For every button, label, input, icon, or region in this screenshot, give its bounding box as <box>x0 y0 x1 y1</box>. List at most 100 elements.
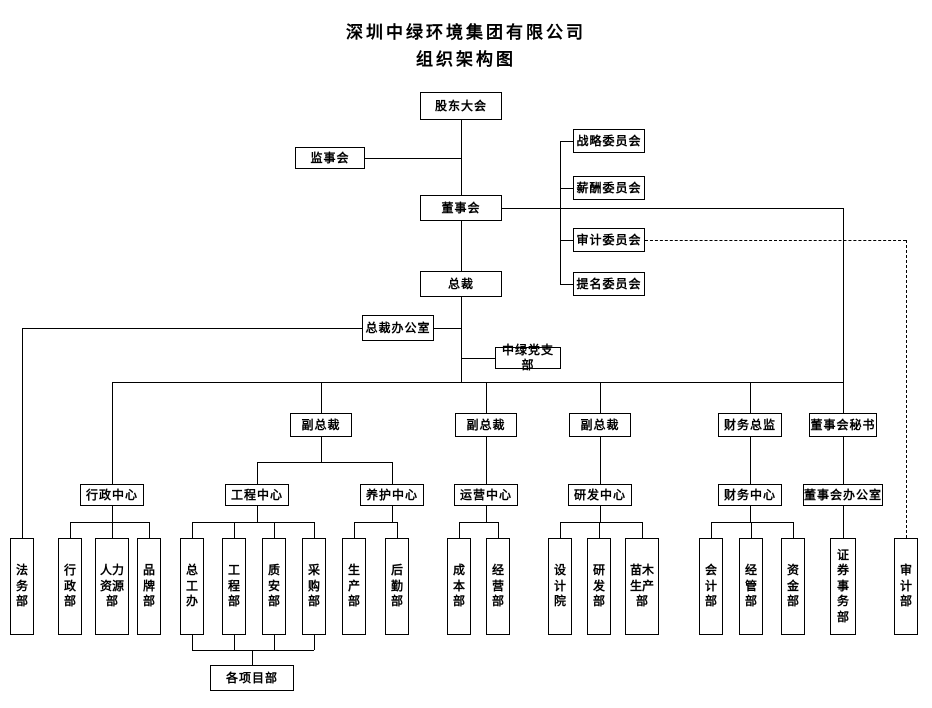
connector-line <box>751 522 752 538</box>
node-engineering-center: 工程中心 <box>225 484 289 506</box>
connector-line <box>274 522 275 538</box>
connector-line <box>486 382 487 413</box>
connector-line <box>397 522 398 538</box>
node-audit-committee: 审计委员会 <box>573 228 645 252</box>
connector-line <box>112 382 113 484</box>
connector-line <box>560 240 573 241</box>
connector-line <box>461 358 495 359</box>
connector-line <box>750 437 751 484</box>
node-legal-dept: 法务部 <box>10 538 34 635</box>
node-rd-center: 研发中心 <box>568 484 632 506</box>
node-finance-center: 财务中心 <box>718 484 782 506</box>
node-quality-safety-dept: 质安部 <box>262 538 286 635</box>
connector-line <box>560 284 573 285</box>
connector-line <box>192 522 314 523</box>
connector-line <box>600 382 601 413</box>
connector-line <box>560 188 573 189</box>
connector-line <box>502 208 843 209</box>
connector-dashed-line <box>906 240 907 538</box>
connector-line <box>252 650 253 665</box>
connector-line <box>711 522 793 523</box>
node-chief-engineer-office: 总工办 <box>180 538 204 635</box>
node-supervisory-board: 监事会 <box>295 147 365 169</box>
node-securities-affairs-dept: 证券事务部 <box>830 538 856 635</box>
node-compensation-committee: 薪酬委员会 <box>573 176 645 200</box>
node-board-office: 董事会办公室 <box>803 484 883 506</box>
node-accounting-dept: 会计部 <box>699 538 723 635</box>
chart-title-type: 组织架构图 <box>416 50 516 70</box>
connector-line <box>600 437 601 484</box>
node-board-of-directors: 董事会 <box>420 195 502 221</box>
connector-line <box>560 522 642 523</box>
chart-title-company: 深圳中绿环境集团有限公司 <box>346 23 586 43</box>
node-cfo: 财务总监 <box>718 413 782 437</box>
connector-line <box>459 522 460 538</box>
node-audit-dept: 审计部 <box>894 538 918 635</box>
node-vice-president-3: 副总裁 <box>569 413 631 437</box>
node-production-dept: 生产部 <box>342 538 366 635</box>
node-admin-dept: 行政部 <box>58 538 82 635</box>
connector-line <box>599 522 600 538</box>
node-maintenance-center: 养护中心 <box>360 484 424 506</box>
connector-line <box>112 506 113 522</box>
connector-line <box>434 328 461 329</box>
node-design-institute: 设计院 <box>548 538 572 635</box>
node-hr-dept: 人力资源部 <box>95 538 129 635</box>
connector-line <box>257 506 258 522</box>
node-operation-mgmt-dept: 经管部 <box>739 538 763 635</box>
node-seedling-production-dept: 苗木生产部 <box>625 538 659 635</box>
connector-line <box>234 522 235 538</box>
node-admin-center: 行政中心 <box>80 484 144 506</box>
connector-line <box>321 437 322 462</box>
node-operations-center: 运营中心 <box>454 484 518 506</box>
connector-line <box>461 221 462 271</box>
connector-line <box>750 506 751 522</box>
connector-line <box>486 506 487 522</box>
connector-line <box>365 158 461 159</box>
node-cost-dept: 成本部 <box>447 538 471 635</box>
node-board-secretary: 董事会秘书 <box>809 413 877 437</box>
node-nomination-committee: 提名委员会 <box>573 272 645 296</box>
connector-line <box>560 141 573 142</box>
connector-line <box>843 506 844 538</box>
node-business-dept: 经营部 <box>486 538 510 635</box>
node-brand-dept: 品牌部 <box>137 538 161 635</box>
connector-line <box>192 635 193 650</box>
connector-line <box>461 297 462 382</box>
connector-line <box>498 522 499 538</box>
node-president: 总裁 <box>420 271 502 297</box>
connector-line <box>392 506 393 522</box>
connector-line <box>274 635 275 650</box>
connector-line <box>192 650 314 651</box>
connector-line <box>314 522 315 538</box>
node-shareholders-meeting: 股东大会 <box>420 92 502 120</box>
connector-line <box>793 522 794 538</box>
node-project-depts: 各项目部 <box>210 665 294 691</box>
connector-line <box>560 522 561 538</box>
node-rd-dept: 研发部 <box>587 538 611 635</box>
connector-line <box>486 437 487 484</box>
connector-line <box>192 522 193 538</box>
connector-line <box>22 328 362 329</box>
connector-line <box>642 522 643 538</box>
connector-line <box>257 462 258 484</box>
connector-line <box>321 382 322 413</box>
connector-line <box>22 328 23 538</box>
connector-line <box>354 522 355 538</box>
connector-line <box>70 522 149 523</box>
connector-line <box>459 522 498 523</box>
connector-line <box>843 208 844 413</box>
connector-line <box>354 522 397 523</box>
node-logistics-dept: 后勤部 <box>385 538 409 635</box>
node-engineering-dept: 工程部 <box>222 538 246 635</box>
connector-line <box>112 382 843 383</box>
node-party-branch: 中绿党支部 <box>495 343 561 372</box>
node-president-office: 总裁办公室 <box>362 315 434 341</box>
connector-line <box>112 522 113 538</box>
node-treasury-dept: 资金部 <box>781 538 805 635</box>
connector-line <box>314 635 315 650</box>
connector-line <box>560 141 561 284</box>
connector-line <box>234 635 235 650</box>
connector-line <box>392 462 393 484</box>
